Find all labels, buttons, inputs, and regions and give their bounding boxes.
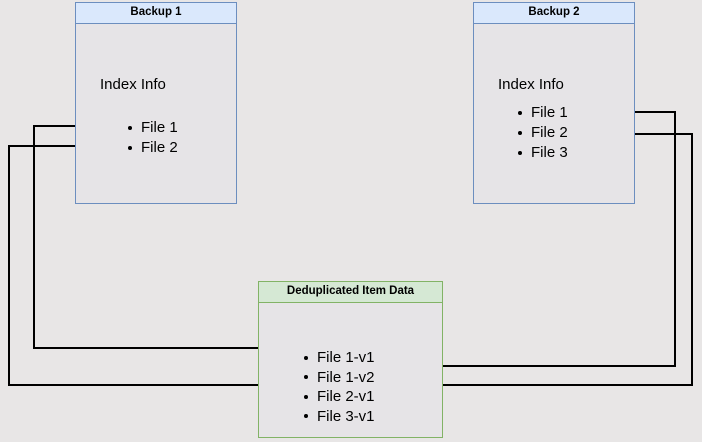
node-backup-1[interactable]: Backup 1 Index Info File 1 File 2 [75, 2, 237, 204]
backup-1-index-info-label: Index Info [100, 76, 166, 93]
list-item: File 1-v1 [302, 348, 375, 368]
node-backup-2-title: Backup 2 [474, 3, 634, 24]
node-dedup-title: Deduplicated Item Data [259, 282, 442, 303]
dedup-item-list: File 1-v1 File 1-v2 File 2-v1 File 3-v1 [302, 348, 375, 426]
node-dedup-body: File 1-v1 File 1-v2 File 2-v1 File 3-v1 [259, 303, 442, 437]
list-item: File 1 [126, 118, 178, 138]
list-item: File 2 [126, 138, 178, 158]
node-deduplicated-item-data[interactable]: Deduplicated Item Data File 1-v1 File 1-… [258, 281, 443, 438]
list-item: File 1 [516, 103, 568, 123]
node-backup-1-body: Index Info File 1 File 2 [76, 24, 236, 203]
list-item: File 2 [516, 123, 568, 143]
list-item: File 3 [516, 143, 568, 163]
list-item: File 1-v2 [302, 368, 375, 388]
backup-2-index-info-label: Index Info [498, 76, 564, 93]
node-backup-1-title: Backup 1 [76, 3, 236, 24]
node-backup-2[interactable]: Backup 2 Index Info File 1 File 2 File 3 [473, 2, 635, 204]
backup-2-file-list: File 1 File 2 File 3 [516, 103, 568, 163]
backup-1-file-list: File 1 File 2 [126, 118, 178, 158]
list-item: File 2-v1 [302, 387, 375, 407]
list-item: File 3-v1 [302, 407, 375, 427]
node-backup-2-body: Index Info File 1 File 2 File 3 [474, 24, 634, 203]
